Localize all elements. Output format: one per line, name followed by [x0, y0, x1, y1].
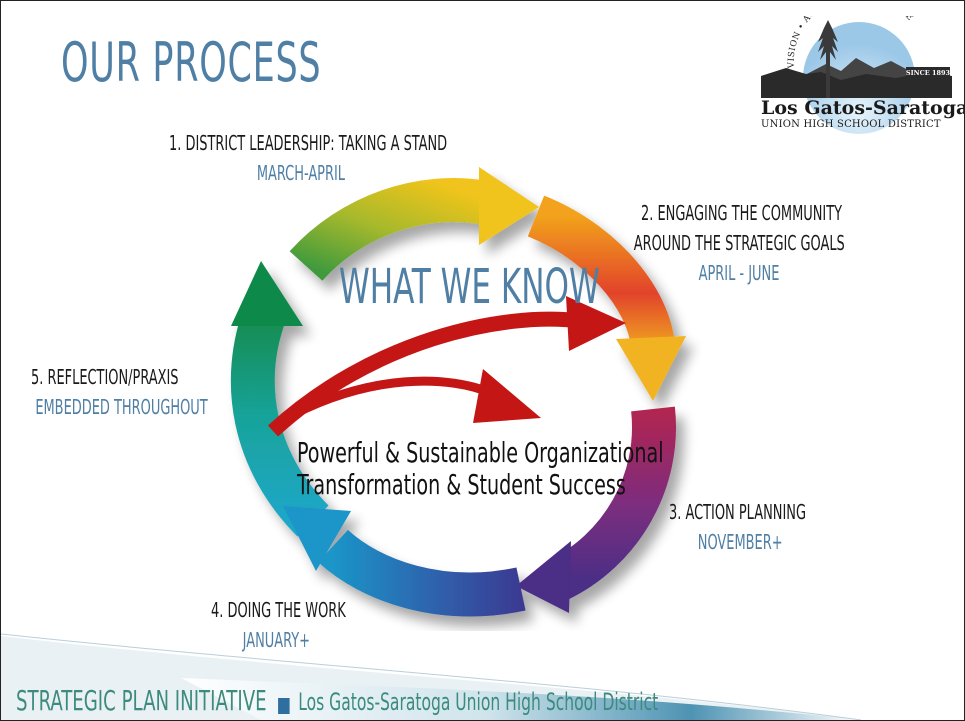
slide-title: OUR PROCESS	[61, 31, 322, 94]
step-5-label: 5. REFLECTION/PRAXIS	[31, 365, 179, 389]
step-1-label: 1. DISTRICT LEADERSHIP: TAKING A STAND	[169, 131, 448, 155]
footer-band	[1, 633, 862, 720]
logo-name: Los Gatos-Saratoga	[761, 97, 965, 119]
footer-square-icon	[278, 697, 290, 714]
center-text-line-1: Powerful & Sustainable Organizational	[297, 436, 664, 469]
district-logo: SINCE 1893 VISION • ACHIEVEMENT • PRIDE	[761, 16, 952, 134]
footer-initiative: STRATEGIC PLAN INITIATIVE	[16, 684, 267, 717]
footer: STRATEGIC PLAN INITIATIVE Los Gatos-Sarat…	[16, 684, 658, 717]
logo-badge: SINCE 1893	[906, 69, 951, 77]
process-cycle-diagram	[230, 167, 686, 617]
step-4-label: 4. DOING THE WORK	[211, 598, 346, 622]
step-3-label: 3. ACTION PLANNING	[669, 500, 806, 524]
step-3: 3. ACTION PLANNING NOVEMBER+	[669, 500, 806, 554]
center-heading: WHAT WE KNOW	[339, 259, 600, 315]
step-4: 4. DOING THE WORK JANUARY+	[211, 598, 346, 652]
step-2-label-line-2: AROUND THE STRATEGIC GOALS	[633, 231, 845, 255]
step-2: 2. ENGAGING THE COMMUNITY AROUND THE STR…	[634, 201, 845, 285]
step-4-when: JANUARY+	[242, 628, 310, 652]
center-text-line-2: Transformation & Student Success	[297, 468, 626, 501]
step-1: 1. DISTRICT LEADERSHIP: TAKING A STAND M…	[169, 131, 447, 185]
step-2-when: APRIL - JUNE	[698, 261, 780, 285]
footer-district: Los Gatos-Saratoga Union High School Dis…	[298, 688, 659, 716]
logo-subtitle: UNION HIGH SCHOOL DISTRICT	[761, 119, 941, 130]
step-5-when: EMBEDDED THROUGHOUT	[35, 395, 208, 419]
center-text: Powerful & Sustainable Organizational Tr…	[297, 436, 664, 501]
step-3-when: NOVEMBER+	[697, 530, 783, 554]
step-5: 5. REFLECTION/PRAXIS EMBEDDED THROUGHOUT	[31, 365, 208, 419]
step-2-label-line-1: 2. ENGAGING THE COMMUNITY	[641, 201, 843, 225]
step-1-when: MARCH-APRIL	[256, 161, 346, 185]
